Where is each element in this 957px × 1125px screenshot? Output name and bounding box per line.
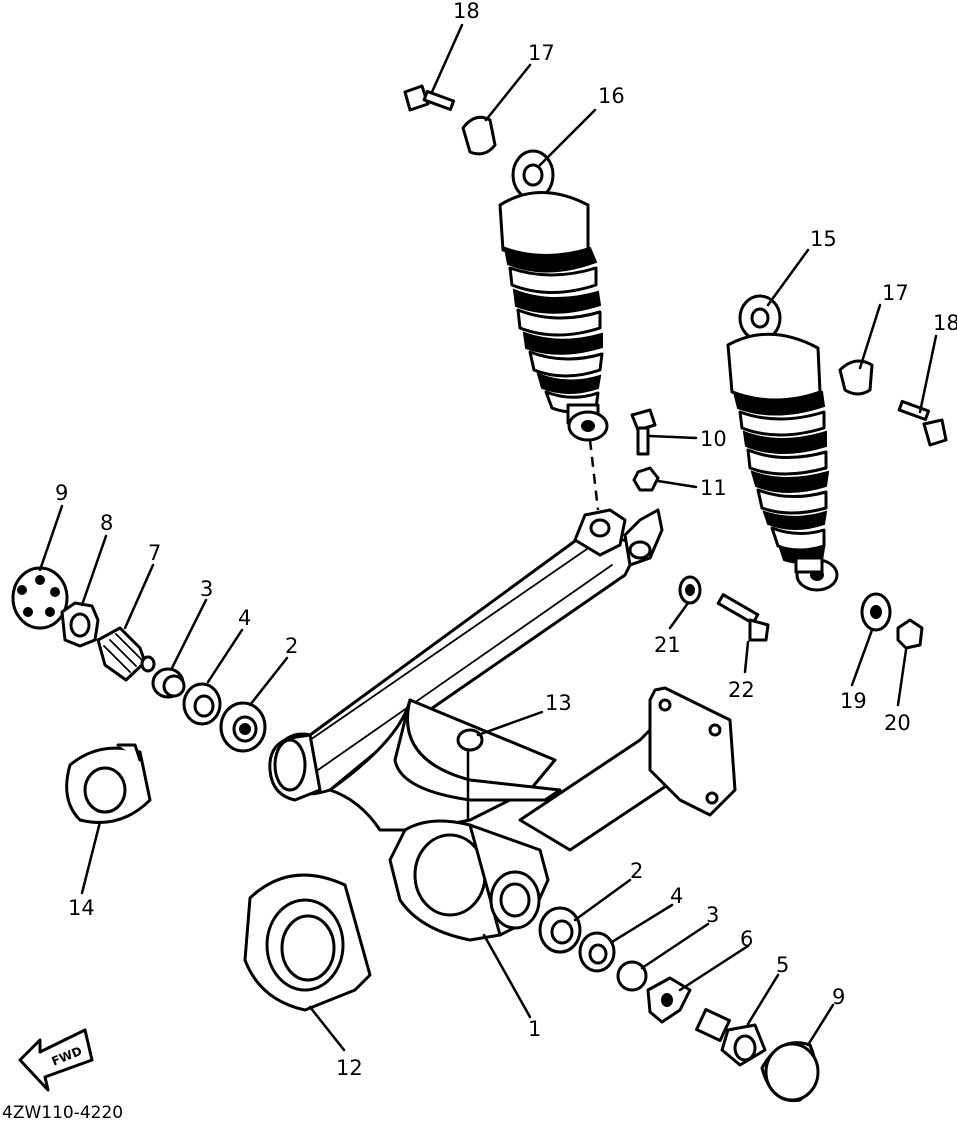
washer-19: [860, 592, 892, 632]
callout-17-right: 17: [882, 281, 909, 305]
callout-3-left: 3: [200, 577, 213, 601]
rear-shock-absorber-right: [726, 294, 839, 592]
fwd-arrow: FWD: [18, 1028, 94, 1092]
callout-6: 6: [740, 927, 753, 951]
bolt-22: [716, 593, 770, 642]
callout-19: 19: [840, 689, 867, 713]
oil-seal-right: [578, 931, 616, 973]
pivot-shaft-right: [695, 1008, 767, 1067]
part-code: 4ZW110-4220: [2, 1103, 123, 1123]
collar-right: [616, 960, 648, 992]
callout-4-left: 4: [238, 606, 251, 630]
cover-right: [760, 1041, 820, 1103]
callout-4-right: 4: [670, 884, 683, 908]
callout-12: 12: [336, 1056, 363, 1080]
callout-18-left: 18: [453, 0, 480, 23]
callout-7: 7: [148, 541, 161, 565]
bearing-left: [219, 701, 267, 753]
bushing-17-left: [461, 115, 497, 156]
bearing-right: [538, 906, 582, 954]
callout-17-left: 17: [528, 41, 555, 65]
plug-13: [456, 728, 484, 752]
callout-3-right: 3: [706, 903, 719, 927]
callout-16: 16: [598, 84, 625, 108]
callout-9-right: 9: [832, 985, 845, 1009]
callout-18-right: 18: [933, 311, 957, 335]
collar-left: [151, 667, 186, 699]
callout-2-right: 2: [630, 859, 643, 883]
callout-2-left: 2: [285, 634, 298, 658]
callout-15: 15: [810, 227, 837, 251]
bushing-17-right: [838, 359, 874, 396]
assembly-guide-lines: [466, 439, 600, 822]
nut-11: [632, 466, 660, 492]
swingarm: [268, 508, 737, 942]
leader-lines: [38, 23, 938, 1052]
bolt-18-left: [403, 84, 456, 112]
callout-9-left: 9: [55, 481, 68, 505]
pivot-cover-boot: [65, 743, 152, 824]
oil-seal-left: [182, 682, 222, 726]
lock-washer-6: [646, 976, 692, 1024]
rubber-boot: [243, 873, 372, 1012]
washer-21: [678, 575, 702, 605]
callout-13: 13: [545, 691, 572, 715]
callout-14: 14: [68, 896, 95, 920]
bolt-10: [630, 408, 657, 456]
callout-22: 22: [728, 678, 755, 702]
callout-10: 10: [700, 427, 727, 451]
pivot-locknut: [60, 601, 100, 648]
callout-1: 1: [528, 1017, 541, 1041]
pivot-shaft: [96, 626, 156, 682]
bolt-18-right: [897, 399, 948, 447]
callout-5: 5: [776, 953, 789, 977]
callout-20: 20: [884, 711, 911, 735]
rear-shock-absorber-left: [498, 149, 609, 442]
callout-11: 11: [700, 476, 727, 500]
callout-21: 21: [654, 633, 681, 657]
callout-8: 8: [100, 511, 113, 535]
cover-left: [11, 566, 69, 630]
nut-20: [896, 618, 924, 650]
